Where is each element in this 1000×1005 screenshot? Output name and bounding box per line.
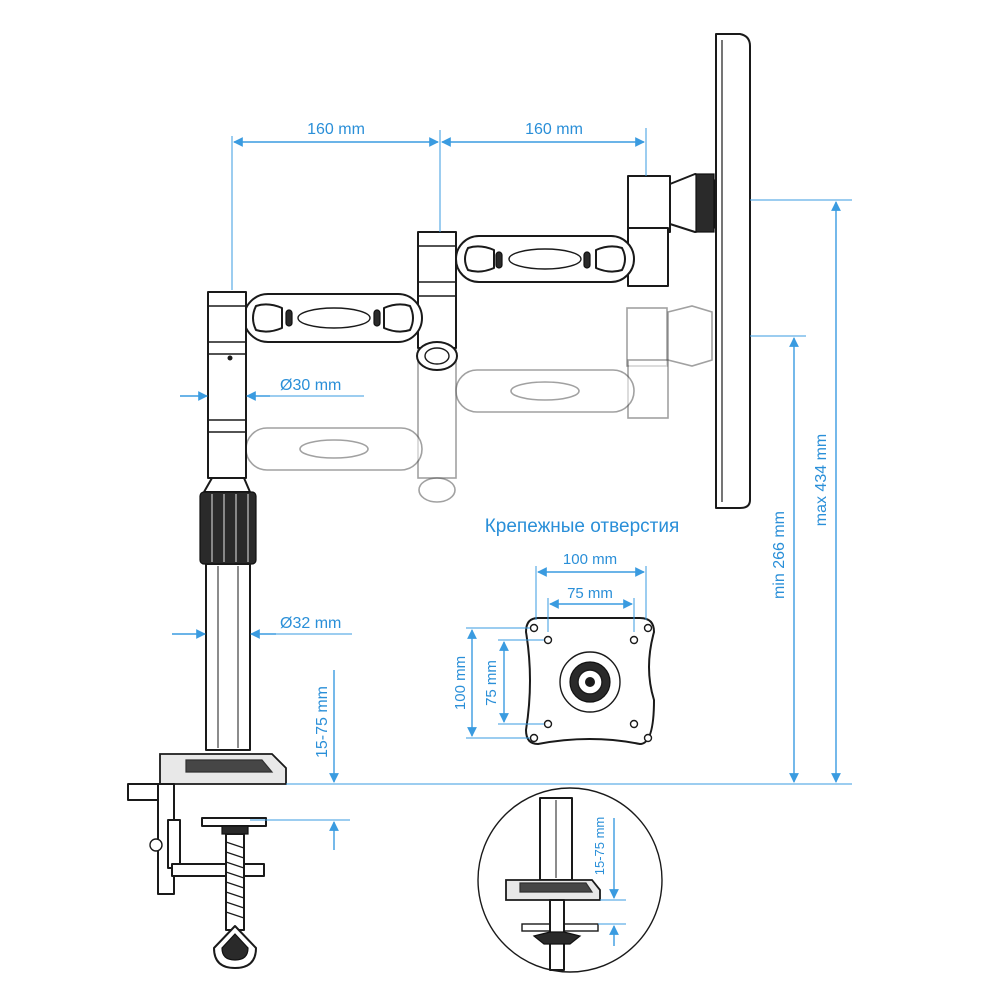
dimension-clamp-range xyxy=(250,670,626,946)
label-height-max: max 434 mm xyxy=(813,434,830,526)
clamp-detail-inset xyxy=(477,787,663,973)
desk-clamp-base xyxy=(127,753,287,895)
monitor-tilt-head xyxy=(627,173,715,233)
arm-segment-outer xyxy=(455,227,669,287)
vesa-mount-plate xyxy=(525,617,655,745)
arm-segment-inner xyxy=(243,293,423,343)
label-clamp-range-detail: 15-75 mm xyxy=(592,817,607,876)
arm-joint-middle xyxy=(416,231,458,371)
ghost-lower-arm-position xyxy=(245,305,713,503)
height-adjust-knob xyxy=(199,477,257,565)
label-arm2-length: 160 mm xyxy=(525,121,583,138)
label-vesa-outer-width: 100 mm xyxy=(563,551,617,568)
dimension-heights xyxy=(286,199,852,785)
label-height-min: min 266 mm xyxy=(771,511,788,599)
label-clamp-range: 15-75 mm xyxy=(314,686,331,758)
pole-upper xyxy=(207,291,247,479)
clamp-screw xyxy=(201,817,267,969)
dimension-vesa xyxy=(466,566,647,739)
label-pole-upper-diameter: Ø30 mm xyxy=(280,377,341,394)
label-vesa-inner-width: 75 mm xyxy=(567,585,613,602)
dimension-arm-lengths xyxy=(231,128,647,290)
label-vesa-outer-height: 100 mm xyxy=(452,656,469,710)
label-vesa-inner-height: 75 mm xyxy=(483,660,500,706)
dimension-pole-diameters xyxy=(172,391,364,639)
label-pole-lower-diameter: Ø32 mm xyxy=(280,615,341,632)
monitor-panel xyxy=(715,33,751,509)
pole-lower xyxy=(205,563,251,751)
label-arm1-length: 160 mm xyxy=(307,121,365,138)
title-label: Крепежные отверстия xyxy=(485,516,680,537)
